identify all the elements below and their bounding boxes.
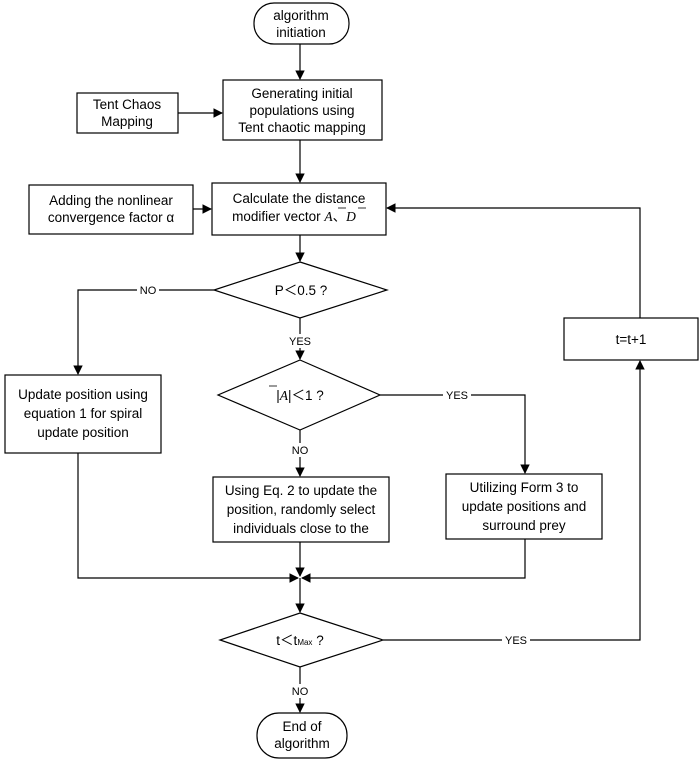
spiral-text-2: equation 1 for spiral bbox=[24, 406, 143, 421]
edge-increment-to-calc bbox=[386, 203, 641, 318]
decision-t-text: t＜tMax ? bbox=[276, 633, 323, 648]
spiral-text-3: update position bbox=[37, 425, 129, 440]
end-text-1: End of bbox=[282, 719, 321, 734]
decision-a-symbol: A bbox=[279, 388, 289, 403]
nonlinear-text-2: convergence factor α bbox=[48, 210, 175, 225]
label-t-no: NO bbox=[292, 686, 309, 698]
label-t-yes: YES bbox=[505, 635, 527, 647]
start-text-2: initiation bbox=[276, 25, 326, 40]
start-text-1: algorithm bbox=[273, 8, 329, 23]
tent-mapping-box bbox=[76, 92, 179, 134]
increment-box bbox=[563, 317, 699, 361]
edge-a-yes-to-surround bbox=[380, 394, 530, 474]
calc-text-1: Calculate the distance bbox=[233, 191, 366, 206]
label-p-no: NO bbox=[140, 285, 157, 297]
vector-separator: 、 bbox=[333, 209, 347, 224]
label-a-no: NO bbox=[292, 445, 309, 457]
calc-text-2: modifier vector A、D bbox=[232, 209, 356, 224]
calc-text-2-main: modifier vector bbox=[232, 209, 324, 224]
start-terminal bbox=[253, 2, 350, 45]
edge-t-yes-to-increment bbox=[383, 360, 645, 641]
init-text-1: Generating initial bbox=[251, 86, 352, 101]
surround-text-2: update positions and bbox=[462, 499, 587, 514]
tent-text-2: Mapping bbox=[101, 114, 153, 129]
surround-update-box bbox=[445, 473, 603, 540]
decision-a-text: |A|＜1 ? bbox=[276, 388, 324, 403]
decision-t-sub: Max bbox=[297, 638, 312, 647]
label-a-yes: YES bbox=[446, 390, 468, 402]
spiral-update-box bbox=[4, 374, 162, 454]
end-text-2: algorithm bbox=[274, 736, 330, 751]
init-population-box bbox=[222, 79, 383, 141]
nonlinear-factor-box bbox=[28, 184, 194, 235]
random-update-box bbox=[212, 476, 390, 543]
increment-text: t=t+1 bbox=[616, 332, 647, 347]
vector-a-symbol: A bbox=[323, 209, 333, 224]
decision-p-text: P＜0.5 ? bbox=[275, 283, 328, 298]
surround-text-3: surround prey bbox=[482, 518, 566, 533]
vector-d-symbol: D bbox=[345, 209, 356, 224]
random-text-1: Using Eq. 2 to update the bbox=[225, 483, 377, 498]
end-terminal bbox=[256, 712, 348, 759]
edge-spiral-to-merge bbox=[77, 453, 299, 583]
decision-t-lead: t＜t bbox=[276, 633, 297, 648]
init-text-3: Tent chaotic mapping bbox=[238, 120, 366, 135]
init-text-2: populations using bbox=[249, 103, 354, 118]
decision-a-rest: ＜1 ? bbox=[292, 388, 324, 403]
tent-text-1: Tent Chaos bbox=[93, 97, 162, 112]
random-text-3: individuals close to the bbox=[233, 521, 369, 536]
label-p-yes: YES bbox=[289, 336, 311, 348]
edge-surround-to-merge bbox=[301, 539, 526, 583]
calc-vector-box bbox=[211, 182, 387, 236]
surround-text-1: Utilizing Form 3 to bbox=[470, 480, 579, 495]
edge-p-no-to-spiral bbox=[73, 289, 214, 375]
nonlinear-text-1: Adding the nonlinear bbox=[49, 193, 173, 208]
spiral-text-1: Update position using bbox=[18, 387, 148, 402]
random-text-2: position, randomly select bbox=[227, 502, 376, 517]
decision-t-tail: ? bbox=[312, 633, 323, 648]
